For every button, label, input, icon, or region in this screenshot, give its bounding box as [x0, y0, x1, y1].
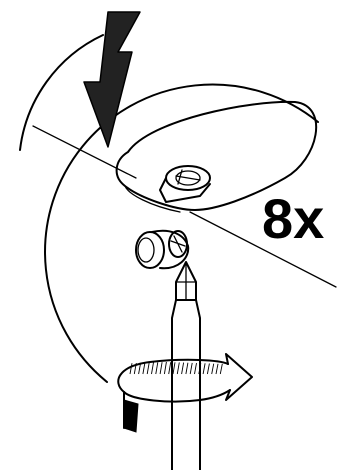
bracket-plate	[115, 100, 318, 213]
rotate-clockwise-icon	[117, 353, 253, 433]
rotation-hatch-line	[194, 362, 197, 375]
rotation-hatch-line	[198, 363, 202, 375]
rotation-hatch-line	[159, 362, 163, 375]
rotation-hatch-line	[146, 362, 150, 375]
rotation-hatch-line	[176, 362, 180, 375]
rotation-hatch-line	[189, 362, 193, 375]
rotation-hatch-line	[206, 363, 210, 375]
phillips-screwdriver-icon	[171, 261, 201, 470]
rotation-hatch-line	[172, 362, 176, 375]
connector-bolt	[135, 229, 190, 270]
detail-circle	[19, 34, 319, 383]
rotation-hatch-line	[181, 362, 185, 375]
down-arrow-icon	[83, 11, 141, 148]
rotation-hatch-line	[151, 362, 154, 375]
rotation-hatch-line	[219, 363, 223, 375]
cam-lock	[159, 165, 211, 203]
rotation-hatch-line	[138, 362, 142, 375]
rotation-hatch-line	[185, 362, 189, 375]
rotation-hatch-line	[168, 362, 172, 375]
section-lines	[32, 125, 337, 288]
rotation-hatch-line	[163, 361, 167, 375]
rotation-hatch-line	[133, 362, 137, 375]
rotation-hatch-line	[142, 362, 146, 375]
repeat-count-label: 8x	[262, 187, 324, 250]
rotation-hatch-line	[202, 363, 206, 375]
rotation-hatch-line	[155, 362, 159, 375]
rotation-hatch-line	[211, 363, 215, 375]
rotation-hatch-line	[215, 363, 219, 375]
rotation-hatch-line	[129, 363, 133, 375]
